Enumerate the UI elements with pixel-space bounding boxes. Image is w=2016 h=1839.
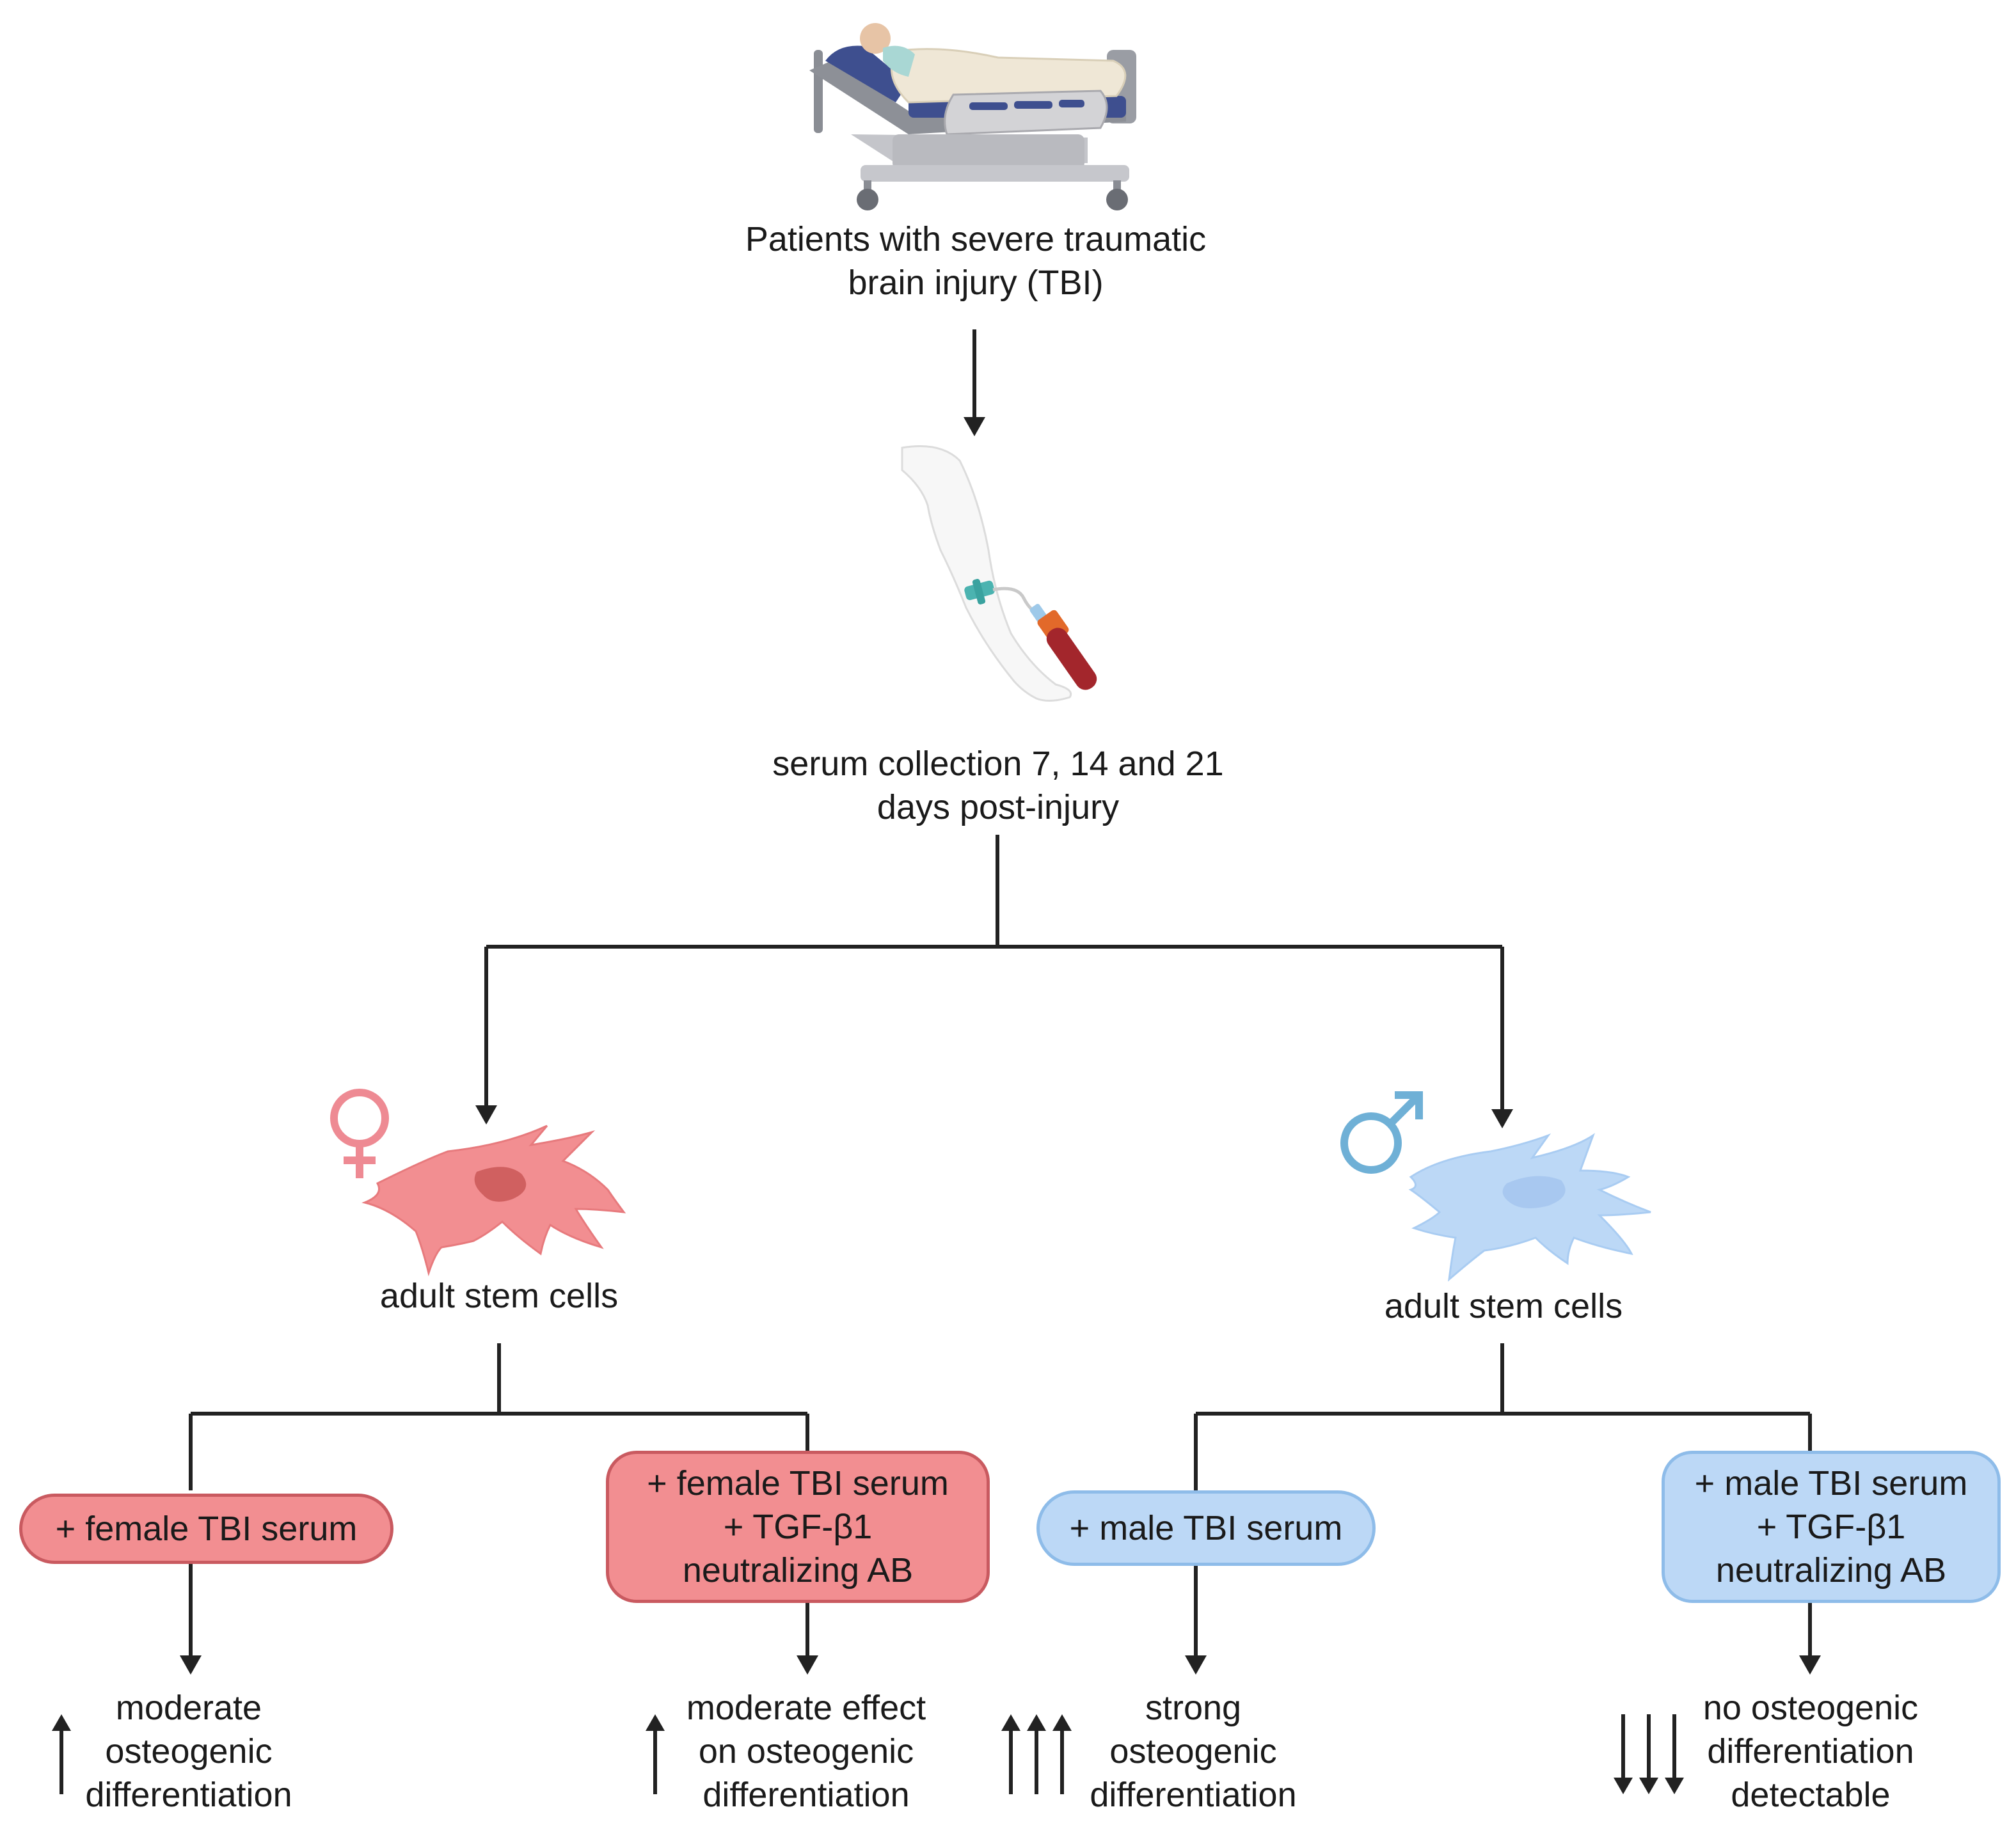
male-symbol-icon	[1340, 1091, 1423, 1174]
female-result-1-label: moderate osteogenic differentiation	[85, 1689, 292, 1814]
up-arrow-icon	[1001, 1714, 1020, 1794]
female-stem-cell-illustration	[361, 1125, 626, 1277]
patient-label: Patients with severe traumatic brain inj…	[745, 220, 1207, 302]
blood-draw-illustration	[901, 445, 1097, 702]
male-stem-cell-illustration	[1408, 1133, 1651, 1282]
female-tbi-serum-box: + female TBI serum	[19, 1494, 393, 1564]
male-tbi-serum-ab-box: + male TBI serum + TGF-β1 neutralizing A…	[1662, 1451, 2001, 1603]
up-arrow-icon	[646, 1714, 665, 1794]
male-cells-label: adult stem cells	[1384, 1287, 1623, 1325]
female-symbol-icon	[330, 1089, 389, 1178]
female-result-2-label: moderate effect on osteogenic differenti…	[686, 1689, 926, 1814]
down-arrow-icon	[1639, 1714, 1658, 1794]
arrowheads	[180, 417, 1821, 1675]
up-arrow-icon	[1027, 1714, 1046, 1794]
down-arrow-icon	[1614, 1714, 1633, 1794]
connector-lines	[189, 329, 1812, 1657]
up-arrow-icon	[1052, 1714, 1072, 1794]
hospital-bed-illustration	[809, 23, 1136, 210]
result-indicator-arrows	[52, 1714, 1684, 1794]
down-arrow-icon	[1665, 1714, 1684, 1794]
female-tbi-serum-ab-box: + female TBI serum + TGF-β1 neutralizing…	[606, 1451, 990, 1603]
female-cells-label: adult stem cells	[379, 1277, 619, 1315]
up-arrow-icon	[52, 1714, 71, 1794]
male-result-1-label: strong osteogenic differentiation	[1090, 1689, 1297, 1814]
male-result-2-label: no osteogenic differentiation detectable	[1702, 1689, 1919, 1814]
serum-collection-label: serum collection 7, 14 and 21 days post-…	[772, 745, 1224, 826]
male-tbi-serum-box: + male TBI serum	[1036, 1490, 1376, 1566]
